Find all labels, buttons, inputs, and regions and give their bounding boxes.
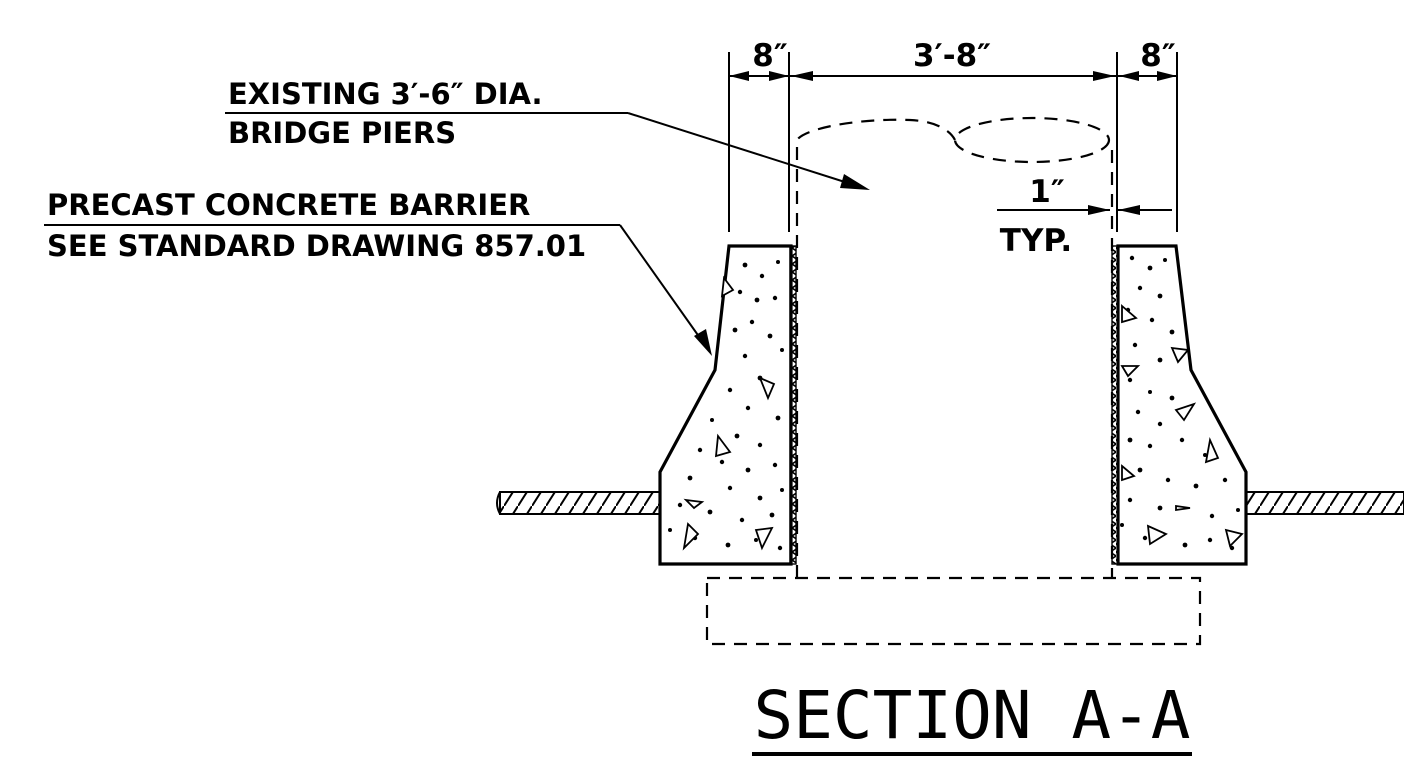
section-title-text: SECTION A-A: [753, 677, 1190, 754]
footing-outline: [705, 576, 1202, 646]
dim-gap-label: 1″: [1029, 174, 1065, 210]
barrier-left: [658, 244, 797, 566]
aggregate-left: [668, 260, 784, 551]
stones-right: [1120, 304, 1244, 548]
dim-center-label: 3′-8″: [913, 38, 991, 74]
pier-callout: EXISTING 3′-6″ DIA. BRIDGE PIERS: [225, 77, 870, 190]
joint-filler-right: [1111, 245, 1119, 565]
dimension-8in-left: 8″: [729, 38, 789, 81]
dimension-8in-right: 8″: [1117, 38, 1177, 81]
barrier-right: [1111, 244, 1248, 566]
aggregate-right: [1120, 255, 1240, 551]
extension-lines: [728, 52, 1178, 232]
joint-filler-left: [789, 245, 797, 565]
stones-left: [682, 275, 776, 551]
dimension-1in-typ: 1″ TYP.: [997, 174, 1172, 259]
pier-note-line2: BRIDGE PIERS: [228, 116, 456, 150]
dim-left-label: 8″: [752, 38, 788, 74]
barrier-note-line1: PRECAST CONCRETE BARRIER: [47, 188, 530, 222]
barrier-note-line2: SEE STANDARD DRAWING 857.01: [47, 229, 586, 263]
ground-left: [496, 491, 661, 515]
pier-note-line1: EXISTING 3′-6″ DIA.: [228, 77, 543, 111]
ground-right: [1245, 491, 1404, 515]
dim-right-label: 8″: [1140, 38, 1176, 74]
dimension-3ft8in: 3′-8″: [789, 38, 1117, 81]
section-title: SECTION A-A: [752, 677, 1192, 756]
dim-gap-typ-label: TYP.: [1000, 223, 1072, 259]
barrier-callout: PRECAST CONCRETE BARRIER SEE STANDARD DR…: [44, 188, 712, 356]
